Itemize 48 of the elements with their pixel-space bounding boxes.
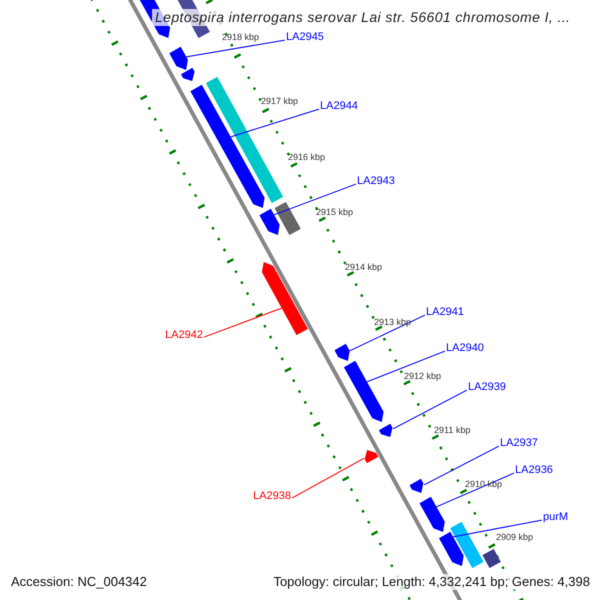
leader-line xyxy=(452,520,542,538)
gene-feature xyxy=(262,262,308,336)
gene-feature xyxy=(274,202,301,236)
gene-feature xyxy=(169,46,188,70)
leader-line xyxy=(436,472,514,508)
gene-label: LA2941 xyxy=(426,306,464,318)
gene-feature xyxy=(420,496,445,532)
gene-label: LA2944 xyxy=(320,100,358,112)
gene-label: purM xyxy=(543,511,568,524)
scale-label: 2912 kbp xyxy=(404,372,442,382)
gene-label: LA2938 xyxy=(253,490,291,502)
gene-feature xyxy=(410,478,424,493)
leader-line xyxy=(392,390,468,430)
scale-label: 2913 kbp xyxy=(374,318,412,328)
leader-line xyxy=(186,40,286,58)
scale-label: 2918 kbp xyxy=(222,33,260,43)
gene-feature xyxy=(181,68,195,81)
gene-label: LA2942 xyxy=(165,329,203,342)
leader-line xyxy=(230,108,320,138)
leader-line xyxy=(424,446,500,486)
gene-label: LA2939 xyxy=(468,381,506,394)
scale-label: 2917 kbp xyxy=(261,97,298,107)
leader-line xyxy=(366,350,446,382)
scale-label: 2916 kbp xyxy=(288,153,326,163)
gene-feature xyxy=(450,522,484,568)
gene-label: LA2936 xyxy=(515,464,553,476)
accession-text: Accession: NC_004342 xyxy=(9,574,149,590)
scale-label: 2909 kbp xyxy=(496,533,534,543)
leader-line xyxy=(349,314,426,352)
leader-line xyxy=(204,308,282,338)
gene-feature xyxy=(482,548,501,568)
scale-label: 2914 kbp xyxy=(345,263,382,273)
gene-label: LA2945 xyxy=(286,31,324,44)
scale-label: 2910 kbp xyxy=(465,480,502,490)
gene-feature xyxy=(364,450,378,464)
scale-label: 2911 kbp xyxy=(434,426,470,436)
gene-feature xyxy=(344,360,384,422)
gene-label: LA2943 xyxy=(357,175,395,188)
genome-summary: Topology: circular; Length: 4,332,241 bp; Genes: 4,398 xyxy=(271,574,592,590)
scale-label: 2915 kbp xyxy=(316,208,354,218)
gene-label: LA2937 xyxy=(500,437,538,450)
gene-feature xyxy=(259,208,280,235)
gene-label: LA2940 xyxy=(446,342,484,354)
leader-line xyxy=(292,458,365,499)
gene-feature xyxy=(334,344,350,361)
gene-feature xyxy=(439,532,464,566)
gene-feature xyxy=(206,76,284,204)
gene-feature xyxy=(378,424,392,437)
